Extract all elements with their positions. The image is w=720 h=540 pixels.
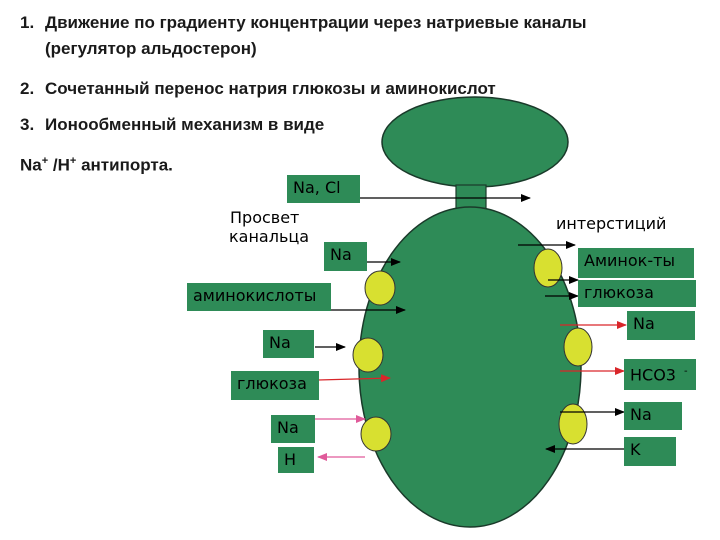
carrier-left-3: [360, 416, 392, 452]
list-item-3-text: Ионообменный механизм в виде: [45, 115, 325, 134]
label-na-left-mid: Na: [263, 330, 314, 358]
label-aminoacids-left: аминокислоты: [187, 283, 331, 311]
list-item-3-continuation: Na+ /H+ антипорта.: [20, 151, 173, 176]
na-charge: +: [41, 155, 49, 167]
label-glucose-right: глюкоза: [578, 280, 696, 307]
label-lumen-line-2: канальца: [229, 227, 310, 246]
label-na-right-2: Na: [624, 402, 682, 430]
list-item-1-line-2: (регулятор альдостерон): [45, 39, 257, 58]
label-na-cl: Na, Cl: [287, 175, 360, 203]
arrow-glucose-left: [317, 374, 391, 383]
carrier-right-1: [533, 248, 563, 288]
h-charge: +: [69, 155, 77, 167]
list-item-1-number: 1.: [20, 13, 35, 32]
list-item-1-line-1: Движение по градиенту концентрации через…: [45, 13, 587, 32]
upper-cell: [381, 96, 569, 188]
label-interstitium: интерстиций: [556, 214, 667, 233]
label-k-right: K: [624, 437, 676, 466]
label-lumen-line-1: Просвет: [230, 208, 300, 227]
list-item-3-number: 3.: [20, 115, 35, 134]
hco3-charge: -: [683, 366, 688, 377]
label-na-lumen-top: Na: [324, 242, 367, 271]
carrier-right-3: [558, 403, 588, 445]
list-item-2-number: 2.: [20, 79, 35, 98]
label-na-right-1: Na: [627, 311, 695, 340]
label-na-left-low: Na: [271, 415, 315, 443]
antiport-text: антипорта.: [76, 155, 173, 175]
na-ion: Na: [20, 155, 42, 175]
h-ion: /H: [48, 155, 70, 175]
label-aminoacids-right: Аминок-ты: [578, 248, 694, 278]
hco3-text: HCO3: [630, 365, 676, 385]
label-hco3-right: HCO3-: [624, 359, 696, 390]
list-item-2-text: Сочетанный перенос натрия глюкозы и амин…: [45, 79, 496, 98]
carrier-left-1: [364, 270, 396, 306]
label-h-left: H: [278, 447, 314, 473]
label-glucose-left: глюкоза: [231, 371, 319, 400]
carrier-right-2: [563, 327, 593, 367]
carrier-left-2: [352, 337, 384, 373]
